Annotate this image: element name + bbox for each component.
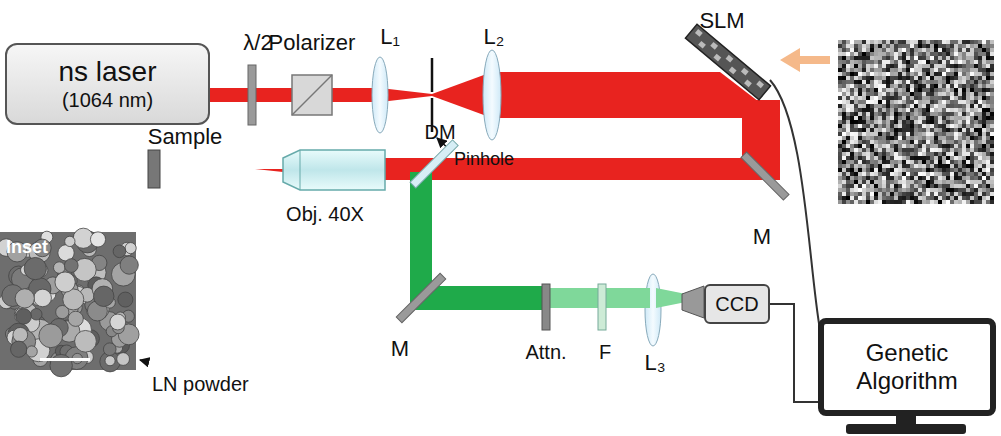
part-label: L₃: [644, 352, 665, 374]
wire: [770, 80, 820, 330]
part-label: λ/2: [243, 32, 272, 54]
filter: [598, 284, 606, 330]
attenuator: [542, 284, 550, 330]
phase-pattern: [838, 40, 994, 204]
part-label: L₁: [380, 26, 400, 48]
mirror: [741, 152, 789, 200]
part-label: Attn.: [525, 342, 566, 362]
half-wave-plate: [248, 65, 256, 125]
cable: [770, 304, 818, 402]
part-label: L₂: [484, 26, 505, 48]
lens: [645, 274, 661, 346]
part-label: Obj. 40X: [286, 204, 364, 224]
mirror: [396, 273, 445, 322]
leader-line: [140, 360, 148, 362]
sem-image: [0, 228, 139, 377]
part-label: LN powder: [152, 374, 249, 394]
part-label: Sample: [148, 126, 223, 148]
polarizer-cube: [292, 75, 332, 115]
camera-lens: [682, 286, 704, 318]
laser-box: ns laser(1064 nm): [5, 43, 210, 125]
node-text: (1064 nm): [56, 89, 159, 112]
part-label: M: [391, 338, 409, 360]
node-text: ns laser: [52, 56, 162, 88]
lens: [483, 50, 501, 140]
node-text: Genetic Algorithm: [824, 339, 990, 394]
node-text: CCD: [709, 293, 764, 316]
part-label: Polarizer: [269, 32, 356, 54]
part-label: DM: [424, 122, 455, 142]
part-label: SLM: [699, 10, 744, 32]
lens: [372, 57, 388, 133]
inset-label: Inset: [6, 238, 48, 256]
part-label: M: [753, 226, 771, 248]
slm-panel: [685, 24, 770, 99]
pinhole: [431, 58, 434, 132]
part-label: F: [599, 342, 611, 362]
dichroic-mirror: [410, 140, 458, 188]
sample: [148, 150, 160, 188]
part-label: Pinhole: [454, 150, 514, 168]
monitor-stand: [846, 414, 966, 434]
pattern-arrow: [780, 48, 830, 72]
objective: [283, 150, 385, 190]
camera-body: CCD: [704, 284, 770, 324]
monitor-screen: Genetic Algorithm: [818, 318, 996, 416]
